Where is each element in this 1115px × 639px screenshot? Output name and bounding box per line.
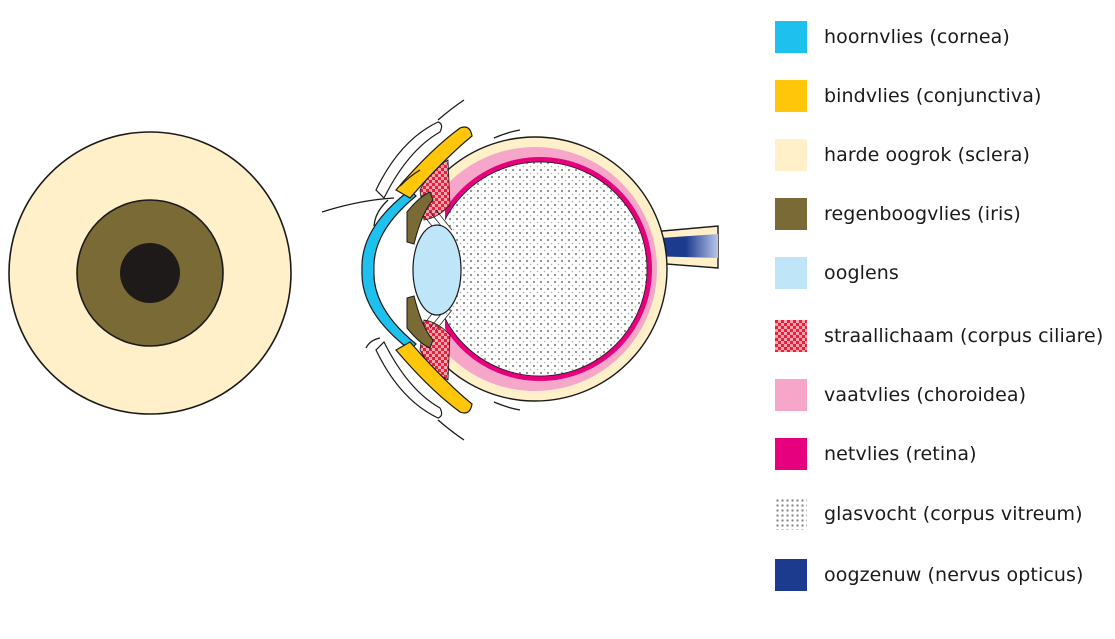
legend-label-ciliary: straallichaam (corpus ciliare) (824, 325, 1103, 347)
legend-label-sclera: harde oogrok (sclera) (824, 144, 1030, 166)
legend-label-iris: regenboogvlies (iris) (824, 203, 1021, 225)
front-pupil (120, 243, 180, 303)
lens (413, 225, 461, 315)
legend-item-conjunctiva: bindvlies (conjunctiva) (775, 79, 1042, 113)
legend-swatch-vitreous (775, 498, 807, 530)
legend-swatch-iris (775, 198, 807, 230)
legend-swatch-lens (775, 257, 807, 289)
legend-swatch-ciliary (775, 320, 807, 352)
legend-label-conjunctiva: bindvlies (conjunctiva) (824, 85, 1042, 107)
legend-label-nerve: oogzenuw (nervus opticus) (824, 564, 1084, 586)
legend-label-choroid: vaatvlies (choroidea) (824, 384, 1026, 406)
vitreous-body (433, 162, 647, 376)
legend-swatch-cornea (775, 21, 807, 53)
legend-item-choroid: vaatvlies (choroidea) (775, 378, 1026, 412)
legend-swatch-nerve (775, 559, 807, 591)
front-view-eye (9, 132, 291, 414)
legend-label-vitreous: glasvocht (corpus vitreum) (824, 503, 1083, 525)
legend-swatch-retina (775, 438, 807, 470)
legend-item-retina: netvlies (retina) (775, 437, 977, 471)
legend-label-cornea: hoornvlies (cornea) (824, 26, 1010, 48)
cross-section-eye (322, 100, 718, 440)
legend-item-ciliary: straallichaam (corpus ciliare) (775, 319, 1103, 353)
legend-swatch-choroid (775, 379, 807, 411)
legend-label-lens: ooglens (824, 262, 899, 284)
legend-item-cornea: hoornvlies (cornea) (775, 20, 1010, 54)
legend-swatch-sclera (775, 139, 807, 171)
eye-diagram (0, 0, 775, 639)
legend-item-sclera: harde oogrok (sclera) (775, 138, 1030, 172)
legend-item-iris: regenboogvlies (iris) (775, 197, 1021, 231)
legend-item-nerve: oogzenuw (nervus opticus) (775, 558, 1084, 592)
legend-swatch-conjunctiva (775, 80, 807, 112)
legend-item-vitreous: glasvocht (corpus vitreum) (775, 497, 1083, 531)
legend-label-retina: netvlies (retina) (824, 443, 977, 465)
legend-item-lens: ooglens (775, 256, 899, 290)
legend: hoornvlies (cornea) bindvlies (conjunctiv… (775, 0, 1115, 639)
